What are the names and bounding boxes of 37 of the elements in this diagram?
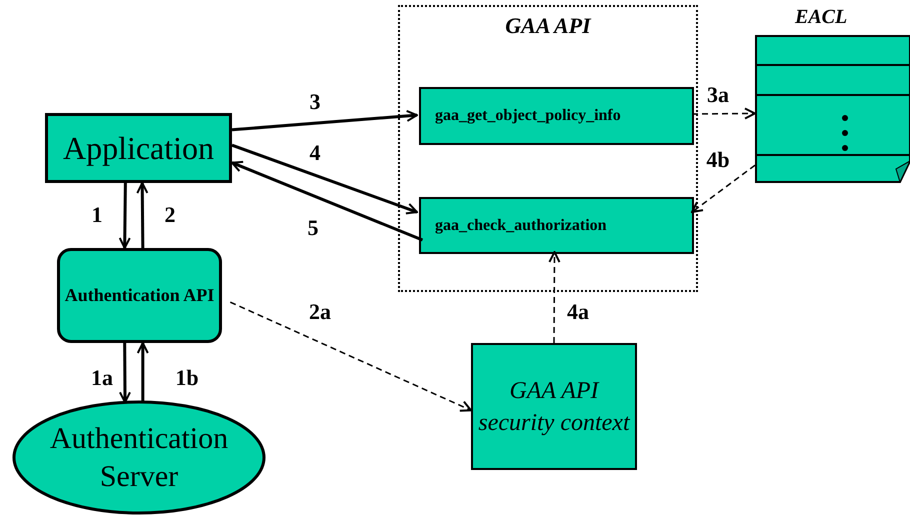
edge-label: 5: [308, 217, 318, 239]
edge-label: 3a: [707, 84, 729, 106]
arrow: [230, 301, 472, 412]
edge-label: 3: [310, 91, 320, 113]
context-box: [471, 343, 637, 470]
document-title: EACL: [795, 6, 848, 28]
box-label: GAA API security context: [477, 376, 632, 438]
arrow: [691, 164, 756, 214]
edge-label: 1b: [175, 367, 199, 389]
edge-label: 1: [92, 204, 102, 226]
group-title: GAA API: [505, 15, 591, 37]
server-label: Authentication Server: [48, 420, 230, 494]
edge-label: 4: [310, 142, 320, 164]
edge-label: 4b: [706, 149, 730, 171]
api-box: [57, 248, 222, 343]
arrow: [136, 342, 149, 402]
edge-label: 1a: [91, 367, 113, 389]
arrow: [232, 110, 418, 132]
box-label: gaa_get_object_policy_info: [435, 106, 621, 126]
box-label: Application: [62, 129, 214, 168]
arrow: [231, 160, 424, 242]
function-box: [419, 197, 694, 254]
arrow: [118, 182, 131, 249]
arrow: [548, 251, 560, 343]
arrow: [118, 342, 131, 404]
function-box: [419, 87, 694, 145]
edge-label: 2: [164, 204, 176, 226]
dotted-group-frame: [398, 5, 698, 292]
box-label: gaa_check_authorization: [435, 216, 607, 236]
edge-label: 2a: [309, 301, 331, 323]
server-ellipse: [12, 400, 266, 515]
arrow: [692, 108, 756, 120]
arrow: [231, 144, 418, 214]
arrow: [136, 182, 148, 248]
application-box: [45, 113, 232, 183]
box-label: Authentication API: [64, 284, 214, 307]
edge-label: 4a: [567, 301, 589, 323]
